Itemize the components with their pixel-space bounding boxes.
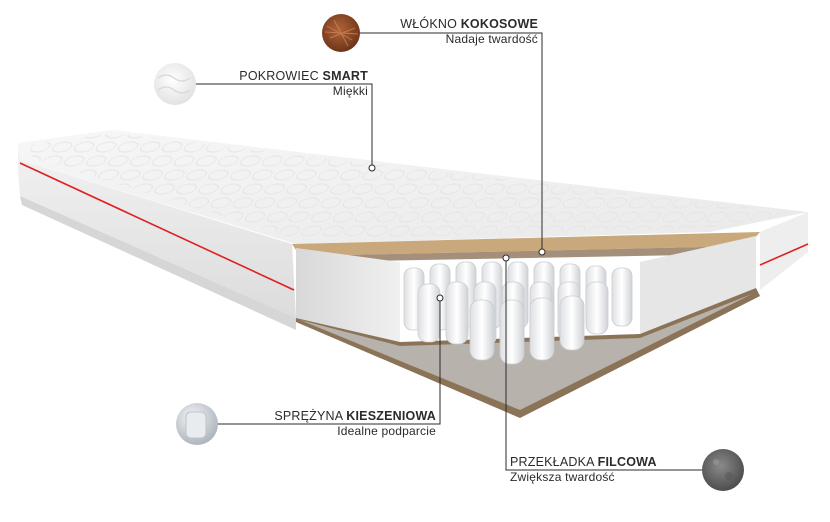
callout-felt-title: PRZEKŁADKA FILCOWA (510, 455, 657, 469)
coconut-layer (292, 232, 760, 256)
callout-cover: POKROWIEC SMART Miękki (200, 69, 368, 99)
mattress-side-left-bottom (20, 196, 296, 330)
leader-coconut (360, 32, 543, 252)
callout-coconut: WŁÓKNO KOKOSOWE Nadaje twardość (360, 17, 538, 47)
callout-coconut-subtitle: Nadaje twardość (445, 32, 538, 46)
accent-stripe-right (759, 243, 809, 266)
pocket-spring-icon (176, 403, 218, 445)
felt-top-layer (300, 246, 748, 262)
callout-spring-subtitle: Idealne podparcie (337, 424, 436, 438)
callout-felt-subtitle: Zwiększa twardość (510, 470, 615, 484)
callout-cover-subtitle: Miękki (332, 84, 368, 98)
callout-spring-title: SPRĘŻYNA KIESZENIOWA (274, 409, 436, 423)
leader-felt (505, 258, 702, 471)
leader-cover (196, 83, 373, 168)
foam-wall-right (640, 236, 756, 334)
felt-base (300, 294, 752, 410)
quilt-texture (30, 133, 795, 240)
mattress-side-left (18, 143, 296, 318)
callout-spring: SPRĘŻYNA KIESZENIOWA Idealne podparcie (222, 409, 436, 439)
accent-stripe-left (19, 162, 295, 291)
mattress-side-right (760, 212, 808, 290)
coconut-fiber-icon (322, 14, 360, 52)
leader-dots (368, 164, 546, 302)
callout-felt: PRZEKŁADKA FILCOWA Zwiększa twardość (510, 455, 700, 485)
foam-wall-left (296, 248, 400, 342)
felt-pad-icon (702, 449, 744, 491)
leader-spring (218, 298, 441, 425)
quilted-fabric-icon (154, 63, 196, 105)
callout-cover-title: POKROWIEC SMART (239, 69, 368, 83)
leader-lines (196, 32, 702, 471)
pocket-springs (403, 261, 633, 365)
callout-coconut-title: WŁÓKNO KOKOSOWE (400, 17, 538, 31)
